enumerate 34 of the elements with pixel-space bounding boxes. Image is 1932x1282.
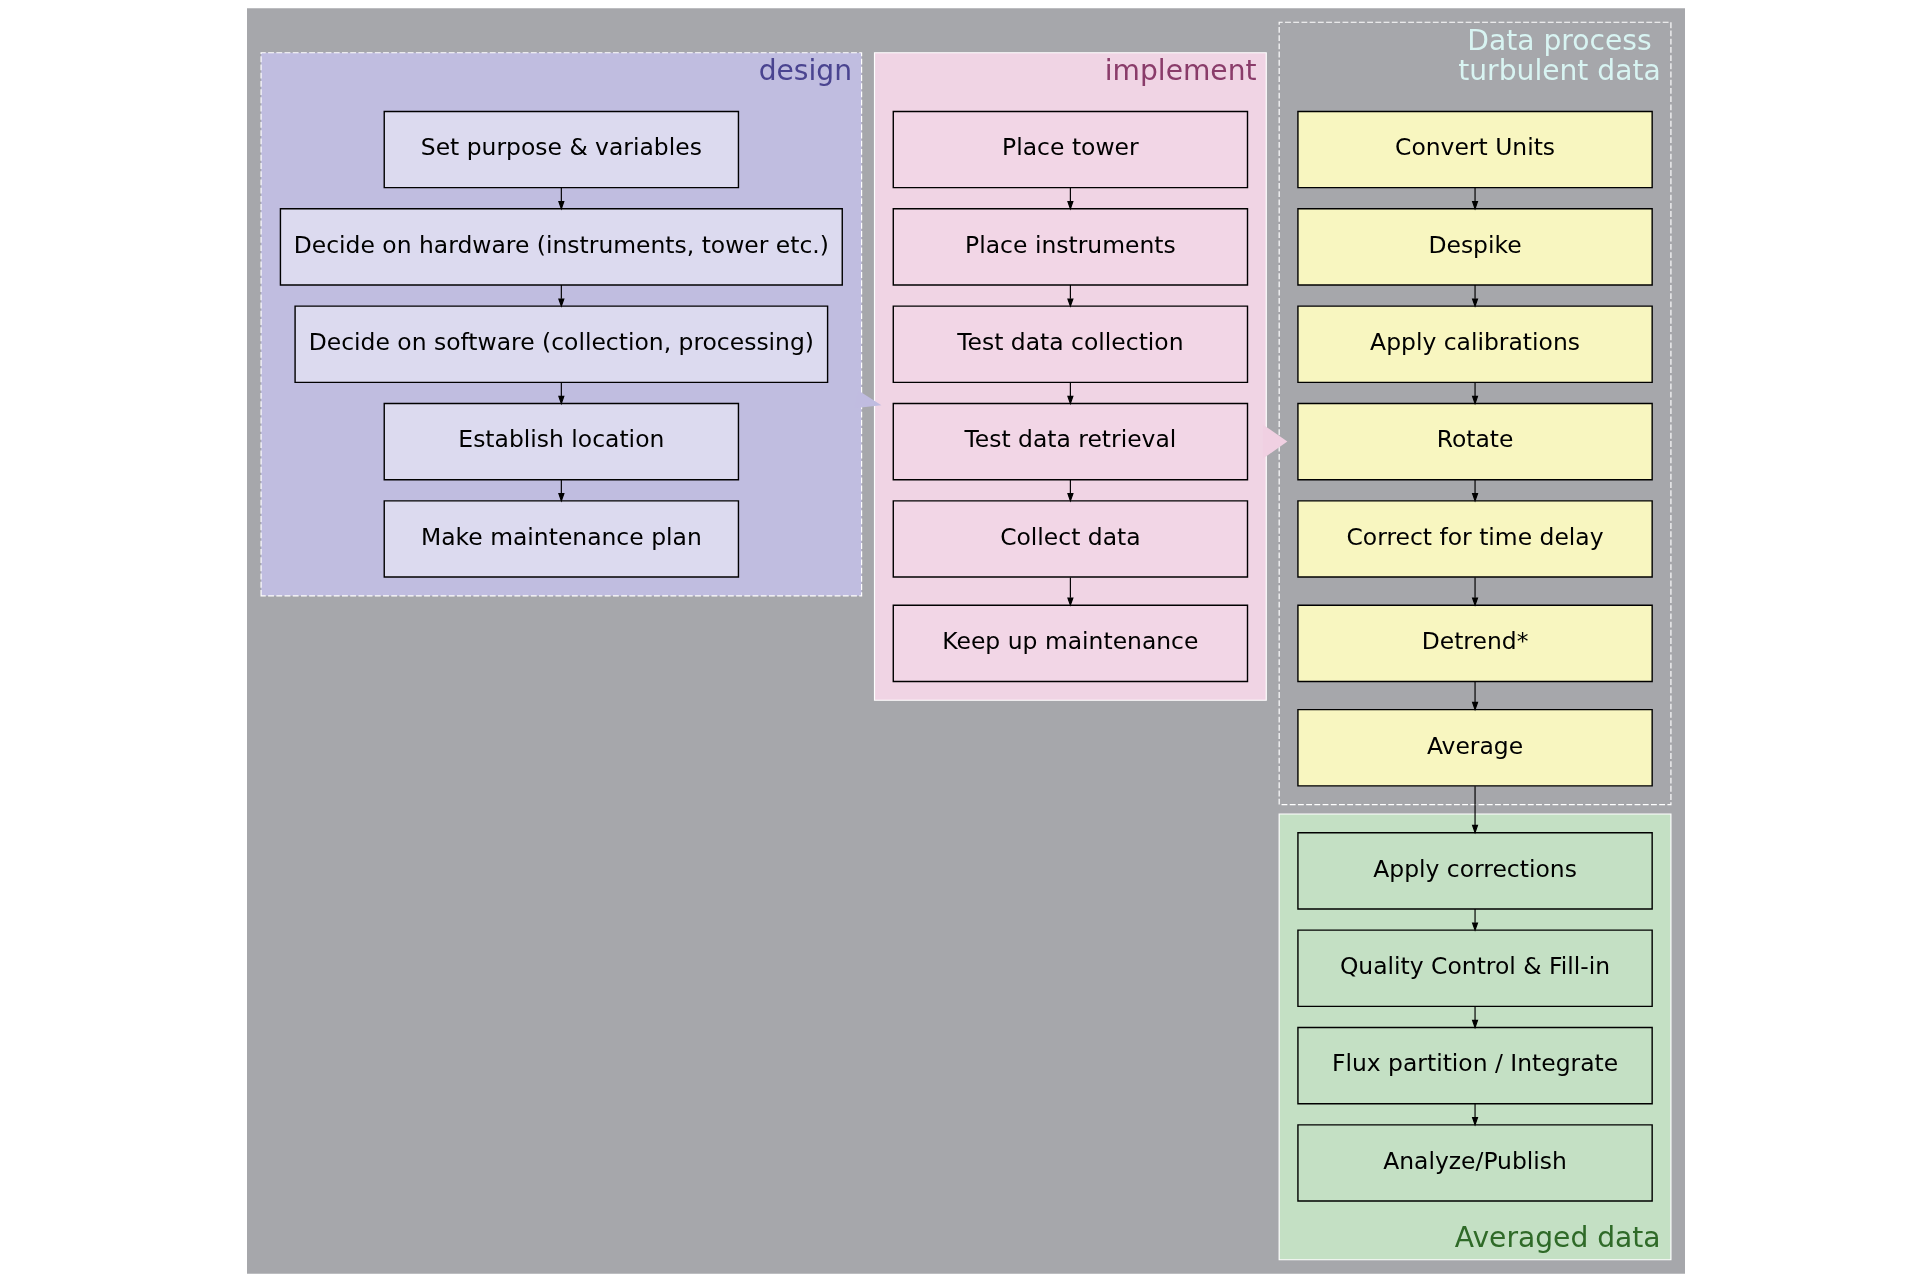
node-box: Rotate [1297,402,1653,481]
arrow [1067,576,1074,607]
node-box: Make maintenance plan [383,500,740,578]
node-box: Detrend* [1297,604,1653,683]
node-box: Flux partition / Integrate [1297,1026,1653,1105]
arrow [1471,381,1479,406]
node-box: Decide on hardware (instruments, tower etc.) [279,208,843,286]
node-box: Analyze/Publish [1297,1124,1653,1202]
node-box: Place tower [892,110,1249,189]
node-box: Keep up maintenance [892,604,1249,683]
node-box: Set purpose & variables [383,110,740,189]
node-box: Average [1297,708,1653,787]
node-box: Apply corrections [1297,832,1653,910]
arrow [1471,187,1479,211]
arrow [1471,576,1479,607]
node-box: Test data retrieval [892,402,1249,481]
node-box: Establish location [383,402,740,481]
node-box: Quality Control & Fill-in [1297,929,1653,1008]
arrow [1471,284,1479,308]
arrow [1471,479,1479,503]
arrow [1262,424,1288,459]
arrow [1471,908,1479,932]
node-box: Correct for time delay [1297,500,1653,578]
node-box: Despike [1297,208,1653,286]
node-box: Test data collection [892,305,1249,384]
arrow [1471,785,1479,835]
node-box: Apply calibrations [1297,305,1653,384]
node-box: Collect data [892,500,1249,578]
node-box: Place instruments [892,208,1249,286]
arrow [1471,1103,1479,1127]
node-box: Convert Units [1297,110,1653,189]
arrow [1471,681,1479,712]
arrow [1471,1005,1479,1030]
node-box: Decide on software (collection, processing) [294,305,829,384]
